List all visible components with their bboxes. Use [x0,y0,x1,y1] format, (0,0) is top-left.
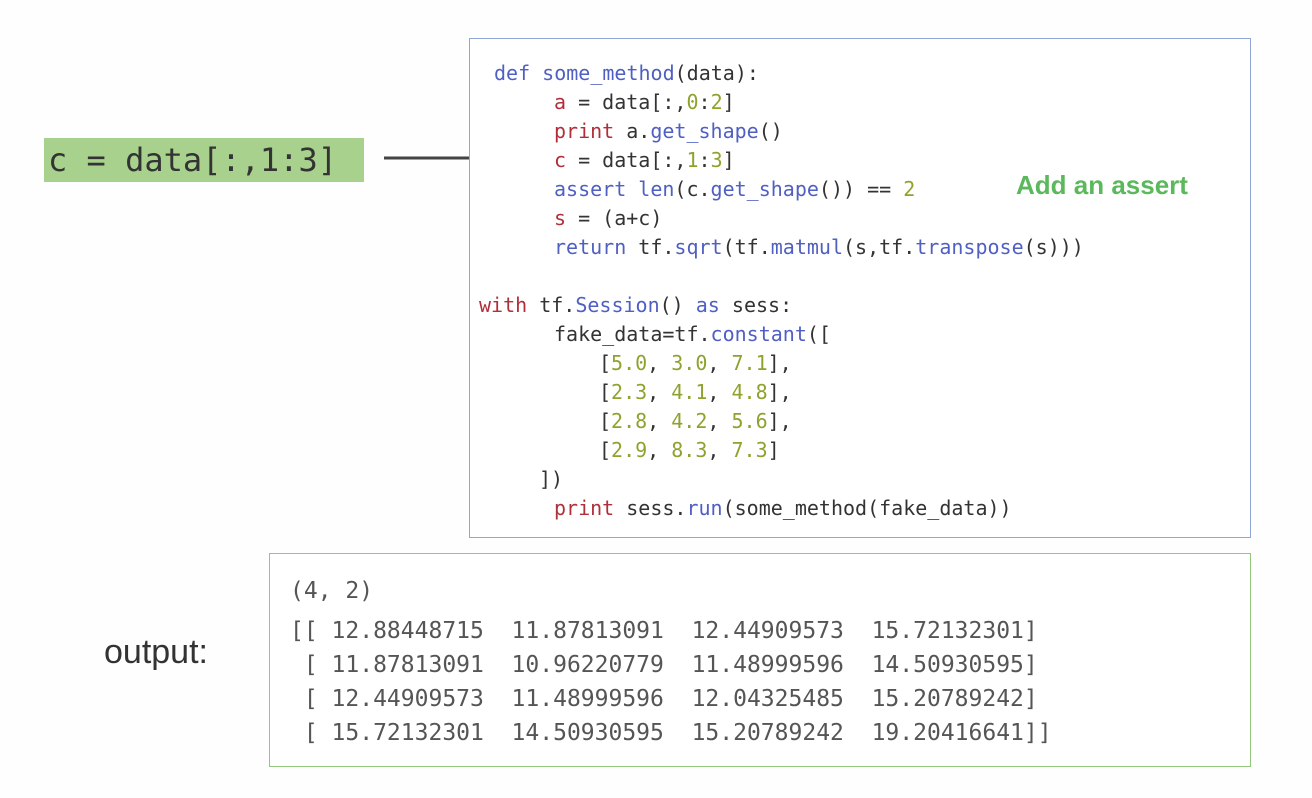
code-line-15: print sess.run(some_method(fake_data)) [554,496,1012,520]
data-row: [2.3, 4.1, 4.8], [599,380,792,404]
data-row: [5.0, 3.0, 7.1], [599,351,792,375]
code-panel: def some_method(data): a = data[:,0:2] p… [469,38,1251,538]
code-line-14: ]) [539,467,564,491]
code-line-1: def some_method(data): [494,61,759,85]
output-line: (4, 2) [290,578,374,604]
code-line-5: assert len(c.get_shape()) == 2 [554,177,916,201]
code-line-6: s = (a+c) [554,206,663,230]
data-row: [2.8, 4.2, 5.6], [599,409,792,433]
code-line-8: with tf.Session() as sess: [479,293,793,317]
output-line: [[ 12.88448715 11.87813091 12.44909573 1… [290,618,1038,644]
output-panel: (4, 2) [[ 12.88448715 11.87813091 12.449… [269,553,1251,767]
output-line: [ 11.87813091 10.96220779 11.48999596 14… [290,652,1038,678]
data-row: [2.9, 8.3, 7.3] [599,438,780,462]
highlighted-code-snippet: c = data[:,1:3] [44,138,364,182]
output-label: output: [104,633,208,671]
assert-annotation: Add an assert [1016,170,1188,200]
code-line-4: c = data[:,1:3] [554,148,735,172]
output-line: [ 15.72132301 14.50930595 15.20789242 19… [290,720,1052,746]
code-line-2: a = data[:,0:2] [554,90,735,114]
output-line: [ 12.44909573 11.48999596 12.04325485 15… [290,686,1038,712]
code-line-3: print a.get_shape() [554,119,783,143]
code-line-9: fake_data=tf.constant([ [554,322,831,346]
code-line-7: return tf.sqrt(tf.matmul(s,tf.transpose(… [554,235,1084,259]
